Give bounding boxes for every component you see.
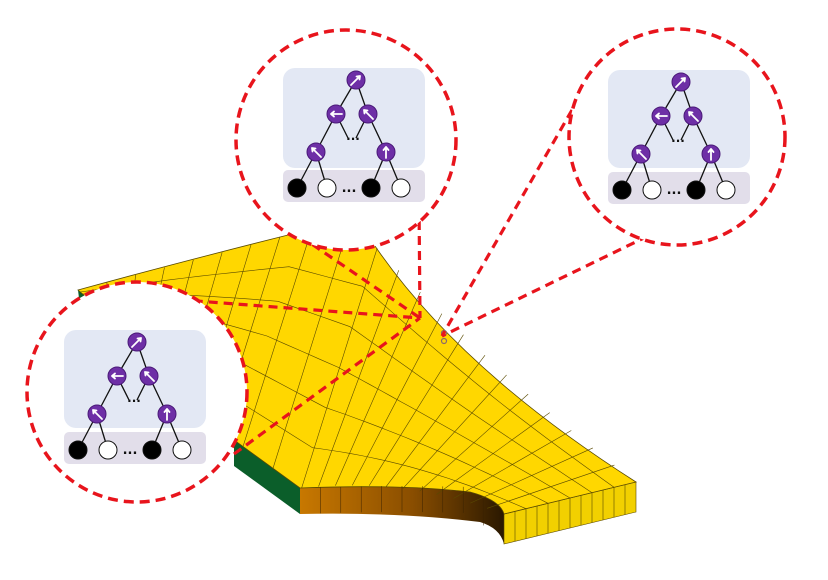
callout-right: ......: [567, 27, 787, 247]
slab-inner-grid: [320, 486, 484, 526]
slab-inner-curved-face: [300, 486, 504, 544]
leaf-filled-node: [142, 440, 162, 460]
leader-right-a: [440, 109, 574, 337]
leaf-empty-node: [98, 440, 118, 460]
leaf-empty-node: [716, 180, 736, 200]
leaf-filled-node: [287, 178, 307, 198]
leaf-filled-node: [68, 440, 88, 460]
diagonal-arrow-node-icon: [87, 404, 107, 424]
leaf-ellipsis: ...: [123, 443, 138, 458]
left-arrow-node-icon: [651, 106, 671, 126]
probe-point-lower: [440, 337, 448, 345]
rotated-arrow-node-icon: [346, 70, 366, 90]
leader-top-a: [299, 234, 421, 320]
up-arrow-node-icon: [701, 144, 721, 164]
left-arrow-node-icon: [107, 366, 127, 386]
slab-front-left-side-face: [234, 440, 300, 514]
callout-left: ......: [25, 280, 249, 504]
up-arrow-node-icon: [157, 404, 177, 424]
tree-ellipsis: ...: [127, 391, 141, 405]
tree-panel: [608, 70, 750, 168]
leaf-empty-node: [391, 178, 411, 198]
tree-panel: [64, 330, 206, 428]
leaf-ellipsis: ...: [667, 183, 682, 198]
callout-top: ......: [234, 28, 458, 252]
leaf-empty-node: [172, 440, 192, 460]
diagonal-arrow-node-icon: [306, 142, 326, 162]
diagonal-arrow-node-icon: [631, 144, 651, 164]
leaf-empty-node: [317, 178, 337, 198]
diagonal-arrow-node-icon: [358, 104, 378, 124]
left-arrow-node-icon: [326, 104, 346, 124]
slab-front-grid: [514, 484, 626, 542]
diagonal-arrow-node-icon: [139, 366, 159, 386]
leaf-filled-node: [686, 180, 706, 200]
tree-ellipsis: ...: [671, 131, 685, 145]
up-arrow-node-icon: [376, 142, 396, 162]
leader-left-b: [233, 316, 421, 456]
rotated-arrow-node-icon: [127, 332, 147, 352]
leaf-filled-node: [361, 178, 381, 198]
leaf-panel: [608, 172, 750, 204]
leaf-ellipsis: ...: [342, 181, 357, 196]
leaf-panel: [64, 432, 206, 464]
mesh-arc-line: [80, 266, 615, 488]
leaf-empty-node: [642, 180, 662, 200]
leaf-filled-node: [612, 180, 632, 200]
rotated-arrow-node-icon: [671, 72, 691, 92]
diagonal-arrow-node-icon: [683, 106, 703, 126]
leader-right-b: [441, 234, 649, 338]
tree-ellipsis: ...: [346, 129, 360, 143]
leaf-panel: [283, 170, 425, 202]
